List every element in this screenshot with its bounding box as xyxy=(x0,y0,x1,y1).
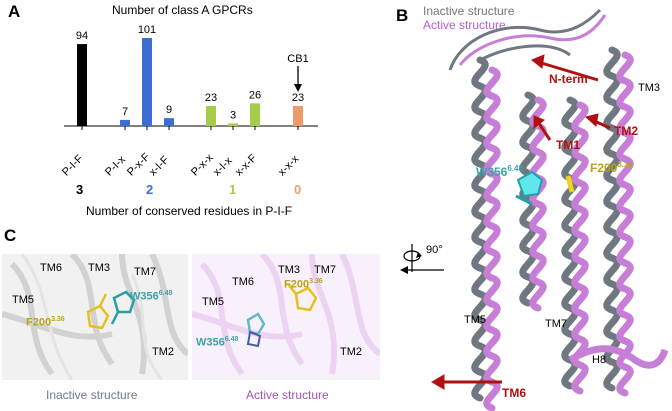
helix-ribbon xyxy=(483,66,501,411)
label-tm5-c-right: TM5 xyxy=(202,296,224,308)
helix-arrows xyxy=(431,54,611,390)
helix-ribbon xyxy=(471,56,489,402)
bar-value-x-x-f: 26 xyxy=(249,89,261,101)
caption-active: Active structure xyxy=(246,388,329,402)
bars-group xyxy=(77,38,303,126)
label-tm2-c-right: TM2 xyxy=(340,346,362,358)
cb1-arrow-head xyxy=(294,84,302,92)
panel-b-letter: B xyxy=(396,6,409,25)
label-tm5-c-left: TM5 xyxy=(12,294,34,306)
helix-bundle xyxy=(471,46,669,411)
label-tm3-c-left: TM3 xyxy=(88,262,110,274)
h8-ribbon xyxy=(568,345,669,369)
group-label-3: 3 xyxy=(76,182,84,197)
label-f200-c-left: F2003.36 xyxy=(26,316,65,329)
label-h8-b: H8 xyxy=(592,354,607,366)
left-arrow-icon xyxy=(400,266,444,274)
group-label-2: 2 xyxy=(146,182,154,197)
helix-ribbon xyxy=(529,96,547,312)
helix-ribbon xyxy=(571,101,589,395)
label-tm5-b: TM5 xyxy=(464,314,486,326)
nterm-arrow xyxy=(537,60,599,82)
tm6-arrow-head xyxy=(431,374,445,390)
panel-c-letter: C xyxy=(4,226,17,245)
legend-active: Active structure xyxy=(423,18,506,32)
inactive-pocket-view xyxy=(2,254,188,380)
nterm-loop-gray xyxy=(448,8,602,71)
caption-inactive: Inactive structure xyxy=(46,388,138,402)
w356-sticks xyxy=(515,170,544,206)
bar-value-p-i-f: 94 xyxy=(76,30,88,42)
tm1-arrow xyxy=(536,121,552,141)
bar-value-x-i-f: 9 xyxy=(166,104,172,116)
tm2-arrow-head xyxy=(584,113,599,127)
nterm-arrow-head xyxy=(531,54,545,69)
label-f200-c-right: F2003.36 xyxy=(284,278,323,291)
active-pocket-view xyxy=(192,254,380,380)
ticks-group xyxy=(81,126,299,130)
label-tm2-c-left: TM2 xyxy=(152,346,174,358)
helix-ribbon xyxy=(616,51,634,397)
bar-x-x-x xyxy=(293,105,303,126)
bar-value-p-x-f: 101 xyxy=(138,24,156,36)
chart-title: Number of class A GPCRs xyxy=(112,3,253,17)
bar-x-x-f xyxy=(250,103,260,126)
bar-x-i-x xyxy=(228,123,238,126)
label-tm1-b: TM1 xyxy=(556,138,580,152)
label-w356-b: W3566.48 xyxy=(476,164,523,179)
label-tm2-b: TM2 xyxy=(614,124,638,138)
group-label-0: 0 xyxy=(294,182,302,197)
legend-inactive: Inactive structure xyxy=(423,4,515,18)
bar-values-group: 94 7 101 9 23 3 26 23 xyxy=(76,24,304,121)
label-f200-b: F2003.36 xyxy=(590,160,633,175)
bar-p-i-x xyxy=(120,119,130,126)
bar-p-x-f xyxy=(142,38,152,126)
label-tm6-c-left: TM6 xyxy=(40,262,62,274)
nterm-loop-pink xyxy=(458,14,607,66)
label-tm3-c-right: TM3 xyxy=(278,264,300,276)
bar-value-p-x-x: 23 xyxy=(205,92,217,104)
structure-b-illustration xyxy=(431,8,669,411)
bar-x-i-f xyxy=(164,118,174,126)
label-tm6-c-right: TM6 xyxy=(232,276,254,288)
bar-p-x-x xyxy=(206,105,216,126)
tm1-arrow-head xyxy=(533,115,545,130)
label-nterm: N-term xyxy=(549,72,588,86)
label-tm6-b: TM6 xyxy=(502,386,526,400)
label-tm7-c-left: TM7 xyxy=(134,266,156,278)
group-label-1: 1 xyxy=(229,182,237,197)
f200-sticks xyxy=(565,175,575,193)
bar-chart: 94 7 101 9 23 3 26 23 CB1 xyxy=(64,24,318,130)
label-tm3-b: TM3 xyxy=(638,82,660,94)
bar-value-x-i-x: 3 xyxy=(230,109,236,121)
label-w356-c-right: W3566.48 xyxy=(196,336,239,349)
cb1-label: CB1 xyxy=(287,53,308,65)
rotate-label: 90° xyxy=(426,244,443,256)
bar-p-i-f xyxy=(77,44,87,126)
helix-ribbon xyxy=(603,46,621,392)
chart-xlabel: Number of conserved residues in P-I-F xyxy=(86,204,293,218)
rotate-90-icon xyxy=(403,244,422,272)
bar-value-x-x-x: 23 xyxy=(292,92,304,104)
panel-a-letter: A xyxy=(8,2,21,21)
label-tm7-b: TM7 xyxy=(545,318,567,330)
helix-ribbon xyxy=(519,91,537,307)
bar-value-p-i-x: 7 xyxy=(122,106,128,118)
label-tm7-c-right: TM7 xyxy=(314,264,336,276)
label-w356-c-left: W3566.48 xyxy=(130,290,173,303)
